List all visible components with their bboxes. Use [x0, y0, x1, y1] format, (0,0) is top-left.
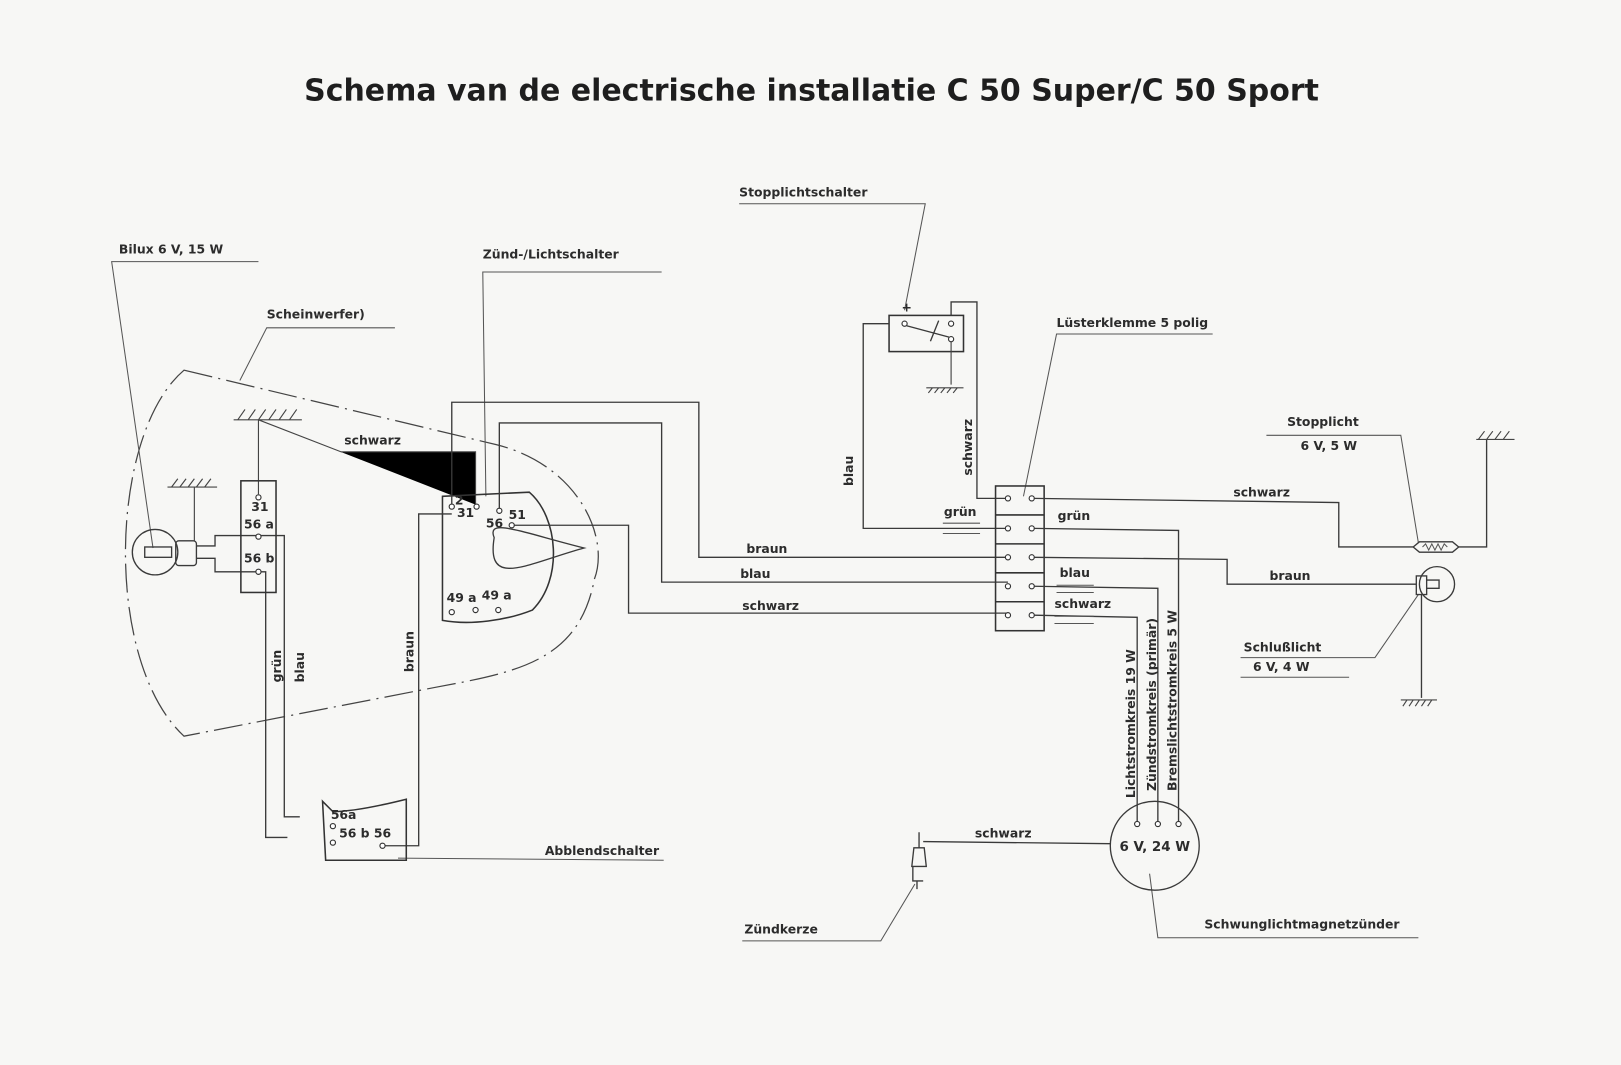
svg-text:Schlußlicht: Schlußlicht — [1244, 639, 1322, 654]
stoplight-bulb-icon — [1412, 430, 1515, 553]
headlight-terminal-strip: 31 56 a 56 b — [240, 480, 277, 594]
wire-label: grün — [944, 504, 977, 519]
svg-text:56 b: 56 b — [244, 550, 275, 565]
label-spark-plug: Zündkerze — [742, 883, 916, 942]
svg-text:56 a: 56 a — [244, 516, 274, 531]
headlight-outline — [124, 369, 599, 737]
label-dimmer: Abblendschalter — [398, 843, 664, 861]
svg-text:6 V, 24 W: 6 V, 24 W — [1119, 840, 1190, 855]
svg-text:Scheinwerfer): Scheinwerfer) — [267, 307, 365, 322]
svg-text:6 V, 4 W: 6 V, 4 W — [1253, 659, 1310, 674]
svg-text:56 b 56: 56 b 56 — [339, 825, 391, 840]
wire-schwarz — [513, 524, 1008, 614]
wire-schwarz-magneto — [1033, 614, 1138, 822]
svg-text:56: 56 — [486, 515, 503, 530]
label-terminal-block: Lüsterklemme 5 polig — [1022, 315, 1213, 497]
svg-text:Schwunglichtmagnetzünder: Schwunglichtmagnetzünder — [1204, 916, 1400, 931]
svg-text:6 V, 5 W: 6 V, 5 W — [1301, 438, 1358, 453]
label-bilux: Bilux 6 V, 15 W — [111, 241, 259, 549]
diagram-title: Schema van de electrische installatie C … — [304, 73, 1319, 108]
ground-icon — [233, 409, 477, 505]
wire-label: schwarz — [1054, 596, 1111, 611]
label-magneto: Schwunglichtmagnetzünder — [1149, 873, 1419, 939]
wire-braun — [451, 401, 1008, 558]
wire-blau — [498, 422, 1008, 583]
wire-label: braun — [402, 631, 417, 672]
label-ignition-switch: Zünd-/Lichtschalter — [482, 247, 662, 497]
wire-label: grün — [269, 650, 284, 683]
wire-label: blau — [1060, 565, 1090, 580]
wire-braun-taillight — [1033, 556, 1417, 585]
svg-text:51: 51 — [509, 507, 526, 522]
spark-plug-icon — [911, 832, 928, 890]
wire-label: schwarz — [1233, 484, 1290, 499]
svg-text:49 a: 49 a — [482, 588, 512, 603]
svg-text:Bilux 6 V, 15 W: Bilux 6 V, 15 W — [119, 241, 224, 256]
label-stoplight: Stopplicht 6 V, 5 W — [1266, 414, 1419, 543]
svg-text:+: + — [901, 299, 911, 314]
wire-label: grün — [1058, 508, 1091, 523]
wire-braun-dimmer — [384, 513, 452, 847]
headlight-bulb-icon — [131, 528, 300, 839]
wire-label: braun — [746, 541, 787, 556]
stoplight-switch: + — [888, 299, 965, 394]
circuit-label: Zündstromkreis (primär) — [1144, 618, 1159, 791]
svg-text:Zünd-/Lichtschalter: Zünd-/Lichtschalter — [483, 247, 620, 262]
svg-text:49 a: 49 a — [447, 590, 477, 605]
wire-label: schwarz — [742, 598, 799, 613]
circuit-label: Bremslichtstromkreis 5 W — [1164, 610, 1179, 791]
wire-gruen-magneto — [1033, 527, 1180, 822]
ignition-light-switch: 2 31 56 51 49 a 49 a — [441, 491, 587, 624]
label-taillight: Schlußlicht 6 V, 4 W — [1240, 594, 1419, 678]
wire-schwarz-stop — [950, 301, 1008, 500]
wire-schwarz-plug — [923, 840, 1111, 845]
wire-label: schwarz — [960, 419, 975, 476]
wire-label: braun — [1270, 568, 1311, 583]
circuit-label: Lichtstromkreis 19 W — [1123, 649, 1138, 798]
wire-label: schwarz — [344, 433, 401, 448]
wire-schwarz-stoplight — [1033, 497, 1414, 548]
svg-text:Abblendschalter: Abblendschalter — [545, 843, 660, 858]
wire-label: blau — [740, 566, 770, 581]
wire-label: schwarz — [975, 825, 1032, 840]
wire-label: blau — [841, 456, 856, 486]
svg-text:Stopplichtschalter: Stopplichtschalter — [739, 185, 868, 200]
wire-blau-stop — [862, 323, 1008, 530]
svg-text:56a: 56a — [331, 807, 357, 822]
dimmer-switch: 56a 56 b 56 — [321, 798, 408, 861]
svg-text:31: 31 — [251, 499, 268, 514]
taillight-bulb-icon — [1400, 565, 1456, 707]
terminal-block — [994, 485, 1045, 632]
wire-blau-magneto — [1033, 585, 1159, 822]
svg-text:Zündkerze: Zündkerze — [744, 922, 818, 937]
ground-icon — [167, 478, 218, 541]
svg-text:2: 2 — [455, 493, 464, 508]
magneto-icon: 6 V, 24 W — [1109, 800, 1200, 891]
svg-text:Lüsterklemme 5 polig: Lüsterklemme 5 polig — [1057, 315, 1209, 330]
label-headlight: Scheinwerfer) — [239, 307, 395, 381]
svg-text:31: 31 — [457, 505, 474, 520]
svg-text:Stopplicht: Stopplicht — [1287, 414, 1359, 429]
wire-label: blau — [292, 652, 307, 682]
label-stop-switch: Stopplichtschalter — [739, 185, 926, 311]
